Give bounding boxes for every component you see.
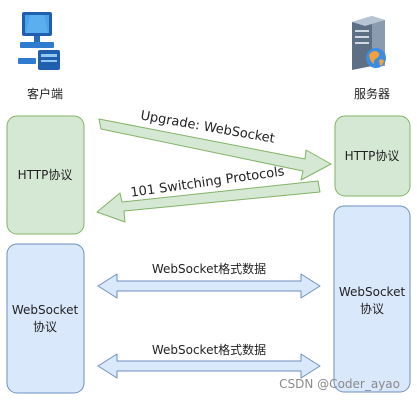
server-icon	[352, 16, 386, 70]
client-http-label: HTTP协议	[18, 167, 73, 182]
websocket-data-label-2: WebSocket格式数据	[152, 342, 266, 357]
client-websocket-label-line2: 协议	[33, 319, 57, 334]
server-http-box	[334, 115, 411, 197]
server-websocket-label-line2: 协议	[360, 301, 384, 316]
client-websocket-label-line1: WebSocket	[12, 303, 79, 317]
client-http-box	[6, 115, 85, 235]
client-websocket-box	[6, 243, 85, 394]
upgrade-arrow	[98, 118, 332, 181]
client-label: 客户端	[27, 86, 63, 101]
websocket-data-arrow-2	[97, 353, 321, 379]
client-computer-icon	[18, 12, 60, 70]
server-websocket-label-line1: WebSocket	[339, 285, 406, 299]
server-websocket-box	[333, 205, 411, 393]
websocket-data-arrow-1	[97, 273, 321, 299]
switching-protocols-arrow	[96, 180, 321, 223]
server-label: 服务器	[354, 86, 390, 101]
watermark: CSDN @Coder_ayao	[279, 377, 400, 391]
server-http-label: HTTP协议	[345, 148, 400, 163]
websocket-data-label-1: WebSocket格式数据	[152, 261, 266, 276]
